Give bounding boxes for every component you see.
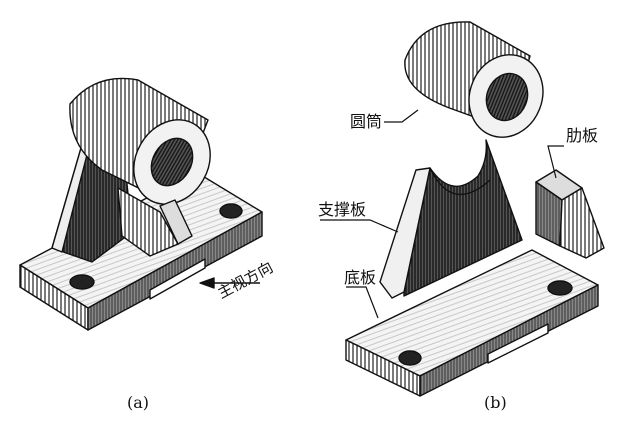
b-support-plate bbox=[379, 139, 523, 299]
b-support-face bbox=[403, 139, 523, 297]
label-base: 底板 bbox=[344, 268, 376, 287]
leader-rib bbox=[547, 145, 564, 179]
b-cylinder-bore bbox=[485, 72, 529, 122]
leader-support bbox=[320, 219, 399, 233]
a-view-arrow-head bbox=[199, 277, 215, 289]
b-base-plate bbox=[345, 249, 599, 397]
b-base-right bbox=[419, 284, 599, 397]
label-support: 支撑板 bbox=[318, 200, 366, 219]
label-cylinder: 圆筒 bbox=[350, 112, 382, 131]
a-base-notch bbox=[149, 258, 206, 300]
a-caption: (a) bbox=[127, 393, 149, 412]
figure-a-assembly bbox=[19, 77, 263, 331]
b-cylinder bbox=[404, 21, 544, 138]
a-hole-back bbox=[219, 203, 243, 219]
b-support-arc bbox=[429, 167, 491, 196]
b-support-edge bbox=[379, 167, 431, 299]
b-leaders bbox=[320, 109, 564, 319]
b-hole-front bbox=[398, 350, 422, 366]
b-rib-side bbox=[559, 187, 605, 259]
leader-cylinder bbox=[384, 109, 419, 123]
a-base-right bbox=[87, 211, 263, 331]
b-hole-back bbox=[547, 280, 573, 296]
label-rib: 肋板 bbox=[566, 126, 598, 145]
leader-base bbox=[346, 286, 379, 319]
a-cylinder-bore bbox=[150, 137, 194, 187]
b-rib-plate bbox=[535, 169, 605, 259]
a-view-direction-label: 主视方向 bbox=[215, 258, 276, 302]
b-caption: (b) bbox=[484, 393, 507, 412]
a-hole-front bbox=[69, 274, 95, 290]
b-base-notch bbox=[487, 323, 549, 364]
a-rib-plate bbox=[117, 187, 179, 257]
a-rib-top bbox=[159, 199, 193, 245]
